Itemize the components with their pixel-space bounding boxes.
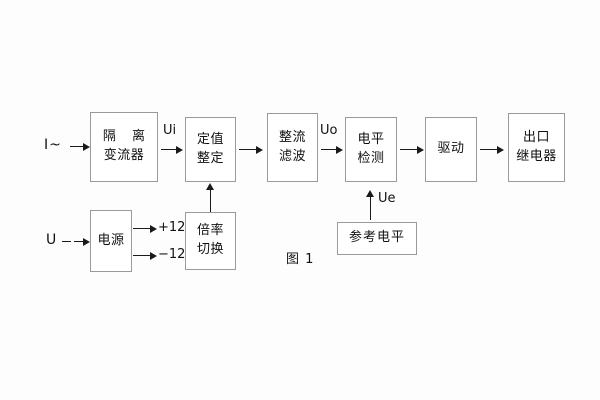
block-power-supply-line1: 电源 bbox=[97, 232, 125, 248]
figure-caption: 图 1 bbox=[286, 252, 315, 267]
block-reference-level-line1: 参考电平 bbox=[348, 230, 405, 246]
voltage-input-label: U bbox=[46, 232, 58, 248]
signal-ue-wire bbox=[370, 196, 371, 220]
block-level-detection-line1: 电平 bbox=[357, 131, 385, 147]
voltage-input-wire-seg2 bbox=[74, 241, 84, 242]
block-setting-value-line2: 整定 bbox=[196, 150, 224, 166]
voltage-input-wire-seg1 bbox=[62, 241, 71, 242]
block-level-detection-line2: 检测 bbox=[357, 150, 385, 166]
block-drive-line1: 驱动 bbox=[437, 141, 465, 157]
signal-ui-wire bbox=[161, 149, 177, 150]
block-rectify-filter[interactable]: 整流 滤波 bbox=[267, 113, 318, 182]
block-isolating-transformer[interactable]: 隔 离 变流器 bbox=[90, 112, 158, 182]
block-power-supply[interactable]: 电源 bbox=[90, 210, 132, 272]
arrowhead-drive-to-relay bbox=[497, 146, 504, 154]
block-rectify-filter-line2: 滤波 bbox=[278, 148, 306, 164]
wire-drive-to-relay bbox=[480, 149, 498, 150]
block-multiplier-switch-line1: 倍率 bbox=[196, 223, 224, 239]
block-output-relay-line2: 继电器 bbox=[516, 148, 557, 164]
block-isolating-transformer-line2: 变流器 bbox=[103, 148, 145, 163]
signal-uo-label: Uo bbox=[320, 123, 338, 138]
block-output-relay-line1: 出口 bbox=[522, 129, 550, 145]
signal-ui-label: Ui bbox=[163, 123, 177, 138]
rail-negative-wire bbox=[133, 255, 151, 256]
block-multiplier-switch-line2: 切换 bbox=[196, 242, 224, 257]
signal-uo-wire bbox=[321, 149, 337, 150]
signal-ue-arrowhead bbox=[366, 190, 374, 197]
wire-multiplier-to-setting bbox=[210, 189, 211, 212]
rail-positive-arrowhead bbox=[150, 225, 157, 233]
wire-setting-to-rectify bbox=[239, 149, 257, 150]
arrowhead-setting-to-rectify bbox=[256, 146, 263, 154]
block-multiplier-switch[interactable]: 倍率 切换 bbox=[185, 212, 236, 270]
block-setting-value[interactable]: 定值 整定 bbox=[185, 117, 236, 182]
block-drive[interactable]: 驱动 bbox=[425, 117, 477, 182]
rail-negative-arrowhead bbox=[150, 252, 157, 260]
current-input-arrowhead bbox=[83, 143, 90, 151]
block-reference-level[interactable]: 参考电平 bbox=[337, 222, 417, 255]
arrowhead-level-to-drive bbox=[417, 146, 424, 154]
arrowhead-multiplier-to-setting bbox=[206, 183, 214, 190]
block-isolating-transformer-line1: 隔 离 bbox=[102, 129, 152, 145]
voltage-input-arrowhead bbox=[83, 238, 90, 246]
current-input-wire bbox=[70, 146, 84, 147]
signal-ue-label: Ue bbox=[378, 191, 396, 206]
block-output-relay[interactable]: 出口 继电器 bbox=[508, 113, 565, 182]
block-setting-value-line1: 定值 bbox=[196, 131, 224, 147]
block-rectify-filter-line1: 整流 bbox=[278, 129, 306, 145]
signal-ui-arrowhead bbox=[176, 146, 183, 154]
block-level-detection[interactable]: 电平 检测 bbox=[345, 117, 397, 182]
current-input-label: I~ bbox=[44, 137, 62, 153]
wire-level-to-drive bbox=[400, 149, 418, 150]
signal-uo-arrowhead bbox=[336, 146, 343, 154]
rail-positive-wire bbox=[133, 228, 151, 229]
